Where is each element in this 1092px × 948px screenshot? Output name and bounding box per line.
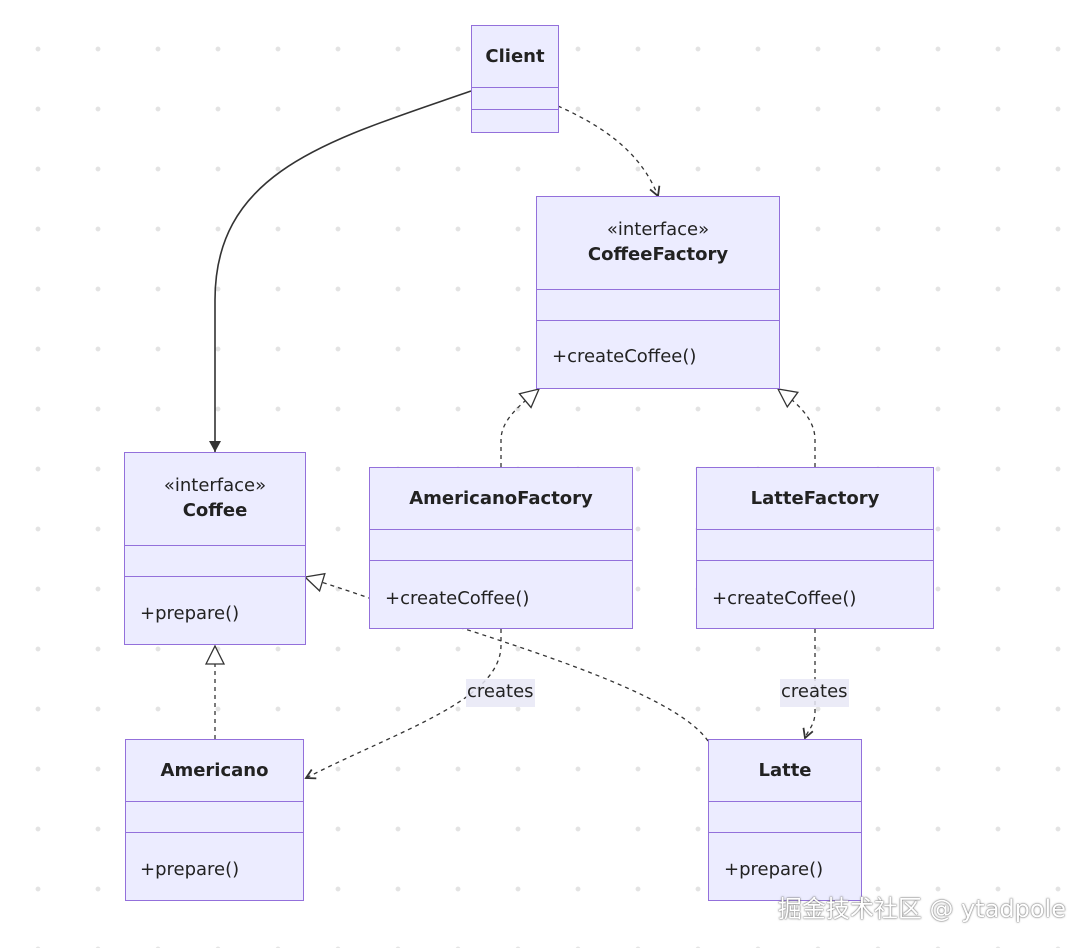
edge-americanofactory-creates-americano bbox=[304, 629, 502, 780]
class-latte-name: Latte bbox=[758, 760, 812, 781]
method-prepare: +prepare() bbox=[140, 859, 240, 880]
divider bbox=[126, 801, 303, 802]
divider bbox=[709, 801, 861, 802]
class-lattefactory[interactable]: LatteFactory +createCoffee() bbox=[696, 467, 934, 629]
class-coffeefactory-stereotype: «interface» bbox=[606, 219, 710, 240]
class-lattefactory-name: LatteFactory bbox=[750, 488, 880, 509]
edge-client-to-coffeefactory bbox=[557, 105, 661, 198]
method-prepare: +prepare() bbox=[724, 859, 824, 880]
watermark-text: 掘金技术社区 @ ytadpole bbox=[777, 895, 1066, 923]
divider bbox=[370, 560, 632, 561]
class-americanofactory-name: AmericanoFactory bbox=[409, 488, 593, 509]
class-client-name: Client bbox=[485, 46, 545, 67]
class-americanofactory[interactable]: AmericanoFactory +createCoffee() bbox=[369, 467, 633, 629]
edge-label-latte-creates: creates bbox=[780, 679, 849, 707]
class-coffee-stereotype: «interface» bbox=[163, 475, 267, 496]
class-lattefactory-header: LatteFactory bbox=[697, 468, 933, 530]
divider bbox=[472, 87, 558, 88]
divider bbox=[697, 529, 933, 530]
divider bbox=[537, 289, 779, 290]
class-americanofactory-header: AmericanoFactory bbox=[370, 468, 632, 530]
divider bbox=[125, 545, 305, 546]
class-coffeefactory-header: «interface» CoffeeFactory bbox=[537, 197, 779, 289]
method-create-coffee: +createCoffee() bbox=[385, 588, 530, 609]
class-coffee-name: Coffee bbox=[182, 500, 248, 521]
class-americano-name: Americano bbox=[160, 760, 269, 781]
divider bbox=[709, 832, 861, 833]
class-latte[interactable]: Latte +prepare() bbox=[708, 739, 862, 901]
class-coffeefactory[interactable]: «interface» CoffeeFactory +createCoffee(… bbox=[536, 196, 780, 389]
divider bbox=[125, 576, 305, 577]
class-latte-header: Latte bbox=[709, 740, 861, 802]
class-americano-header: Americano bbox=[126, 740, 303, 802]
method-create-coffee: +createCoffee() bbox=[712, 588, 857, 609]
class-coffee-header: «interface» Coffee bbox=[125, 453, 305, 545]
edge-client-to-coffee bbox=[209, 90, 472, 452]
divider bbox=[472, 109, 558, 110]
class-client-header: Client bbox=[472, 26, 558, 88]
class-coffee[interactable]: «interface» Coffee +prepare() bbox=[124, 452, 306, 645]
divider bbox=[537, 320, 779, 321]
class-coffeefactory-name: CoffeeFactory bbox=[587, 244, 729, 265]
divider bbox=[126, 832, 303, 833]
method-prepare: +prepare() bbox=[140, 603, 240, 624]
divider bbox=[370, 529, 632, 530]
edge-lattefactory-realizes-coffeefactory bbox=[776, 388, 816, 467]
edge-label-americano-creates: creates bbox=[466, 679, 535, 707]
divider bbox=[697, 560, 933, 561]
edge-americanofactory-realizes-coffeefactory bbox=[500, 388, 541, 467]
edge-lattefactory-creates-latte bbox=[802, 629, 816, 740]
class-client[interactable]: Client bbox=[471, 25, 559, 133]
method-create-coffee: +createCoffee() bbox=[552, 346, 697, 367]
class-americano[interactable]: Americano +prepare() bbox=[125, 739, 304, 901]
